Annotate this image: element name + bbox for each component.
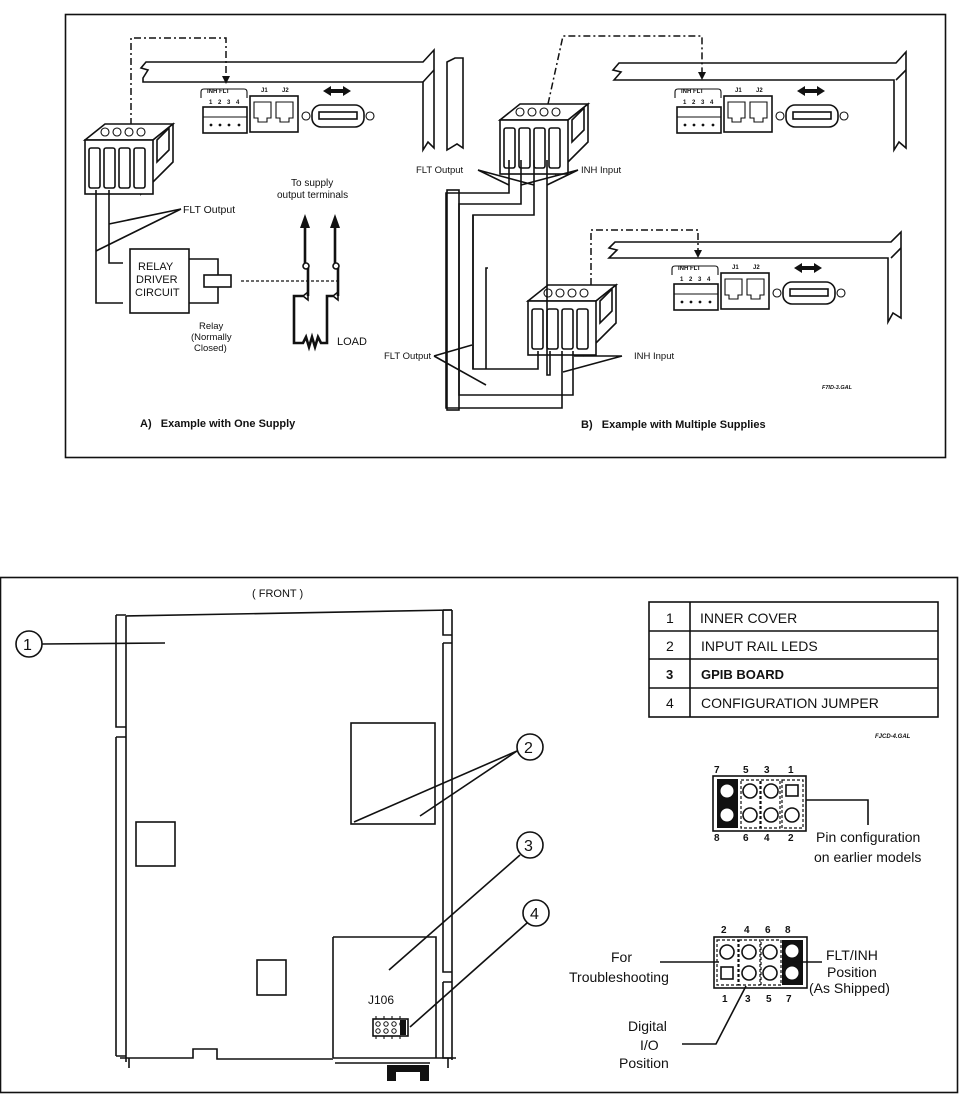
figure-b-supply-panel-top xyxy=(611,49,907,153)
flt-inh-label: (As Shipped) xyxy=(809,980,890,996)
svg-text:1: 1 xyxy=(788,765,794,776)
svg-text:5: 5 xyxy=(766,994,772,1005)
figure-b-caption: B) Example with Multiple Supplies xyxy=(581,419,766,431)
figure-a-flt-leader xyxy=(95,208,182,252)
digital-io-label: I/O xyxy=(640,1037,659,1053)
svg-text:GPIB BOARD: GPIB BOARD xyxy=(701,667,784,682)
svg-text:CONFIGURATION JUMPER: CONFIGURATION JUMPER xyxy=(701,695,879,711)
svg-text:7: 7 xyxy=(714,765,720,776)
svg-text:2: 2 xyxy=(788,833,794,844)
load-circuit xyxy=(292,214,340,352)
figure-a-panel-edge xyxy=(446,57,464,152)
svg-text:3: 3 xyxy=(666,667,673,682)
figure-a-plug-connector xyxy=(84,123,174,195)
to-supply-label: output terminals xyxy=(277,190,348,201)
svg-text:INNER COVER: INNER COVER xyxy=(700,610,797,626)
svg-text:4: 4 xyxy=(530,906,539,923)
legend-row: 4 CONFIGURATION JUMPER xyxy=(666,695,879,711)
figure-b-dashed-link-top xyxy=(547,35,703,105)
digital-io-label: Position xyxy=(619,1055,669,1071)
svg-text:3: 3 xyxy=(764,765,770,776)
figure-b-inh-input-label: INH Input xyxy=(581,165,621,176)
legend-row: 3 GPIB BOARD xyxy=(666,667,784,682)
figure-b-flt-output-label: FLT Output xyxy=(416,165,464,176)
svg-text:6: 6 xyxy=(765,925,771,936)
relay-label: (Normally xyxy=(191,332,232,343)
figure-b-dashed-link-bottom xyxy=(590,229,699,285)
callout-1: 1 xyxy=(15,630,166,658)
svg-text:4: 4 xyxy=(744,925,750,936)
svg-text:2: 2 xyxy=(666,638,674,654)
figure-b-wires xyxy=(445,160,574,409)
figure-a-wire xyxy=(108,190,123,264)
svg-text:8: 8 xyxy=(714,833,720,844)
board-figure-code: FJCD-4.GAL xyxy=(875,734,911,740)
callout-4: 4 xyxy=(409,899,550,1028)
gpib-board-drawing xyxy=(115,609,456,1081)
arrow-icon xyxy=(698,72,706,80)
svg-text:1: 1 xyxy=(722,994,728,1005)
troubleshooting-label: Troubleshooting xyxy=(569,969,669,985)
legend-table xyxy=(648,601,939,718)
relay-coil xyxy=(203,274,232,288)
front-label: ( FRONT ) xyxy=(252,588,303,600)
figure-b-flt-leader-bottom xyxy=(433,344,487,386)
svg-text:4: 4 xyxy=(666,695,674,711)
figure-a-supply-panel xyxy=(139,47,435,153)
to-supply-label: To supply xyxy=(291,178,333,189)
arrow-icon xyxy=(222,76,230,84)
legend-row: 1 INNER COVER xyxy=(666,610,797,626)
relay-driver-text: RELAY xyxy=(138,261,174,273)
svg-text:5: 5 xyxy=(743,765,749,776)
flt-inh-label: Position xyxy=(827,964,877,980)
svg-text:INPUT RAIL LEDS: INPUT RAIL LEDS xyxy=(701,638,818,654)
digital-io-label: Digital xyxy=(628,1018,667,1034)
earlier-pin-caption: on earlier models xyxy=(814,849,921,865)
svg-text:2: 2 xyxy=(524,740,533,757)
figure-b-plug-top xyxy=(499,103,589,175)
svg-text:2: 2 xyxy=(721,925,727,936)
figure-b-inh-input-label: INH Input xyxy=(634,351,674,362)
current-pin-config: 2 4 6 8 1 3 5 7 xyxy=(660,925,822,1045)
figure-a-dashed-link xyxy=(130,37,227,125)
figure-b-flt-leader-top xyxy=(477,169,535,186)
flt-inh-label: FLT/INH xyxy=(826,947,878,963)
callout-2: 2 xyxy=(353,733,544,823)
legend-row: 2 INPUT RAIL LEDS xyxy=(666,638,818,654)
callout-3: 3 xyxy=(388,831,544,971)
figure-b-plug-bottom xyxy=(527,284,617,356)
relay-driver-text: DRIVER xyxy=(136,274,178,286)
figure-a-caption: A) Example with One Supply xyxy=(140,418,296,430)
relay-driver-text: CIRCUIT xyxy=(135,287,180,299)
figure-b-inh-leader-top xyxy=(520,169,579,186)
svg-text:4: 4 xyxy=(764,833,770,844)
earlier-pin-config: 7 5 3 1 8 6 4 2 xyxy=(712,765,869,844)
relay-label: Closed) xyxy=(194,343,227,354)
svg-text:8: 8 xyxy=(785,925,791,936)
figure-a-wire xyxy=(95,190,123,304)
svg-text:3: 3 xyxy=(524,838,533,855)
earlier-pin-caption: Pin configuration xyxy=(816,829,920,845)
load-label: LOAD xyxy=(337,336,367,348)
relay-label: Relay xyxy=(199,321,224,332)
svg-text:1: 1 xyxy=(666,610,674,626)
figure-b-inh-leader-bottom xyxy=(562,355,623,373)
figure-top-frame xyxy=(64,13,947,459)
figure-a-flt-output-label: FLT Output xyxy=(183,204,235,216)
svg-text:3: 3 xyxy=(745,994,751,1005)
jumper-ref-label: J106 xyxy=(368,993,394,1007)
figure-bottom-frame xyxy=(0,576,959,1094)
figure-b-flt-output-label: FLT Output xyxy=(384,351,432,362)
figure-b-wire-bundle-edge xyxy=(446,189,460,411)
svg-text:1: 1 xyxy=(23,637,32,654)
figure-b-code: F7ID-3.GAL xyxy=(822,385,853,391)
j106-jumper-block xyxy=(372,1016,409,1039)
troubleshooting-label: For xyxy=(611,949,632,965)
svg-text:6: 6 xyxy=(743,833,749,844)
relay-driver-circuit-box xyxy=(129,248,190,314)
figure-b-supply-panel-bottom xyxy=(607,230,902,326)
arrow-icon xyxy=(694,250,702,258)
svg-text:7: 7 xyxy=(786,994,792,1005)
